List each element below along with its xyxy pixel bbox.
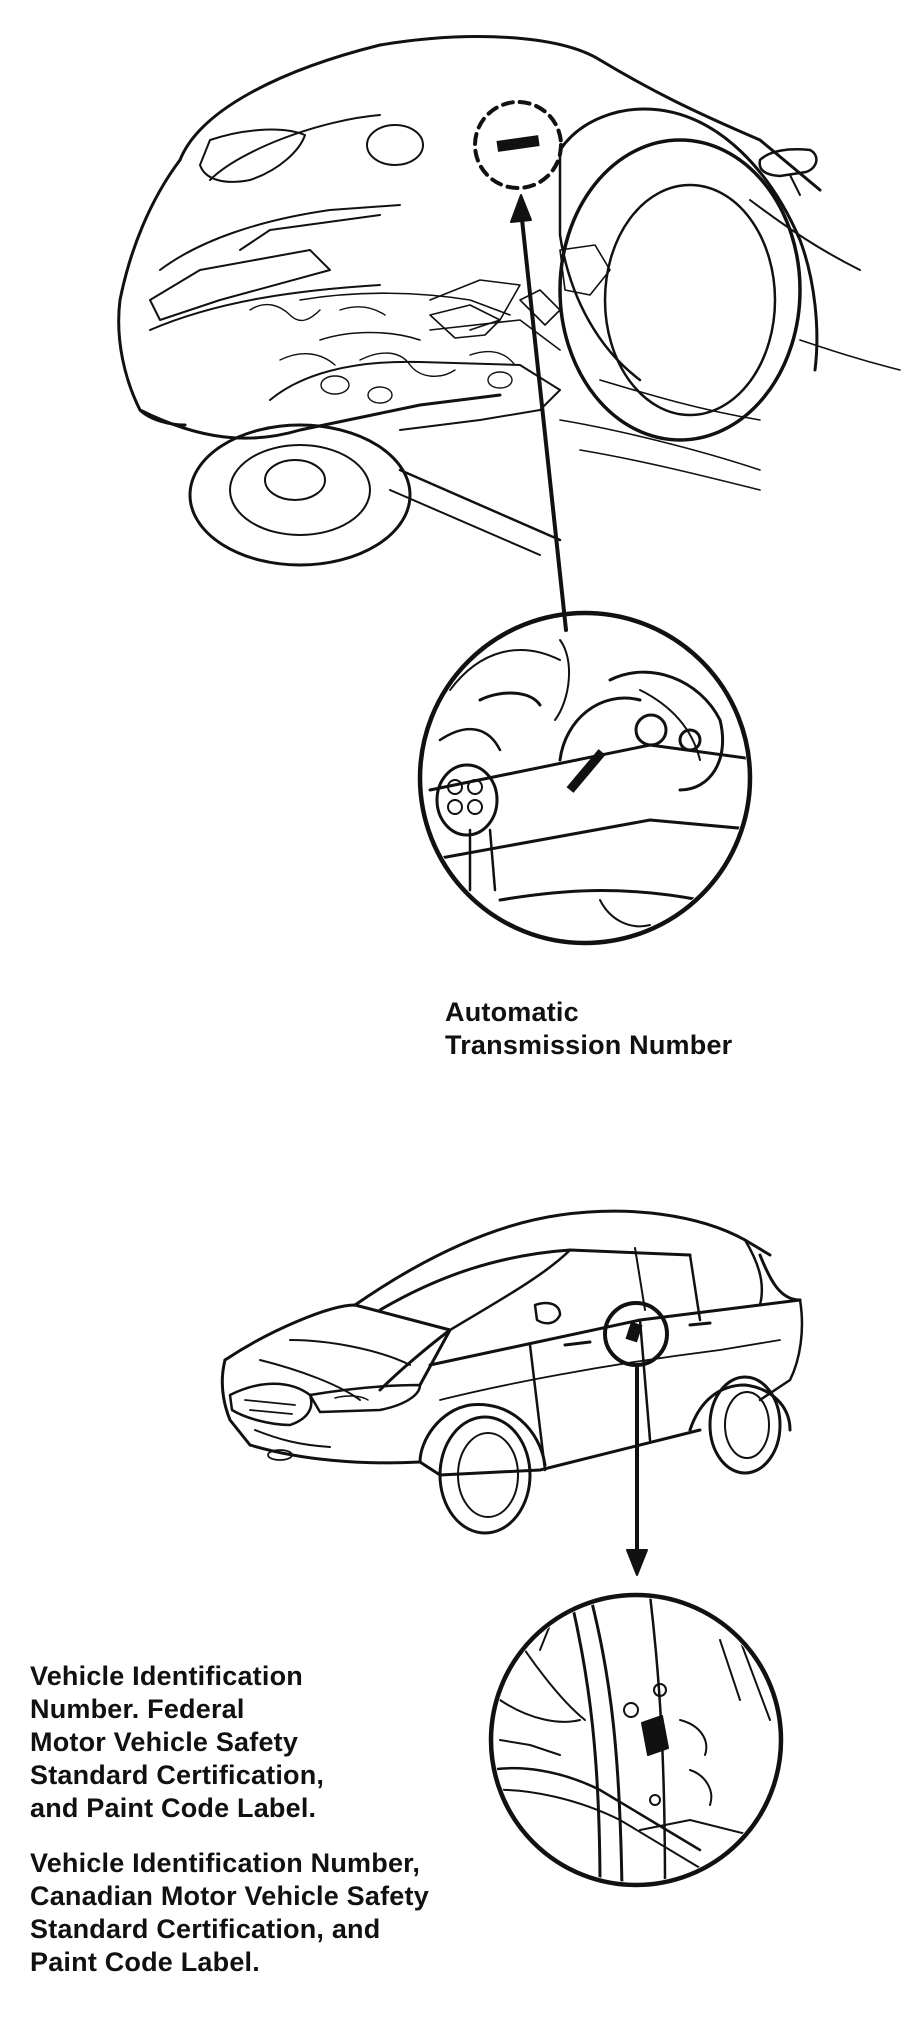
vin-highlight-circle	[603, 1301, 669, 1367]
transmission-highlight-circle	[473, 100, 563, 190]
vin-canadian-label: Vehicle Identification Number, Canadian …	[30, 1848, 429, 1977]
transmission-detail-circle	[417, 610, 753, 946]
vin-federal-label: Vehicle Identification Number. Federal M…	[30, 1661, 325, 1823]
vin-arrow	[626, 1366, 648, 1576]
transmission-number-label: Automatic Transmission Number	[445, 997, 733, 1060]
sedan-illustration	[220, 1209, 804, 1535]
transmission-arrow	[510, 194, 568, 632]
vin-label-detail-circle	[488, 1592, 784, 1888]
car-underside-illustration	[117, 35, 901, 567]
